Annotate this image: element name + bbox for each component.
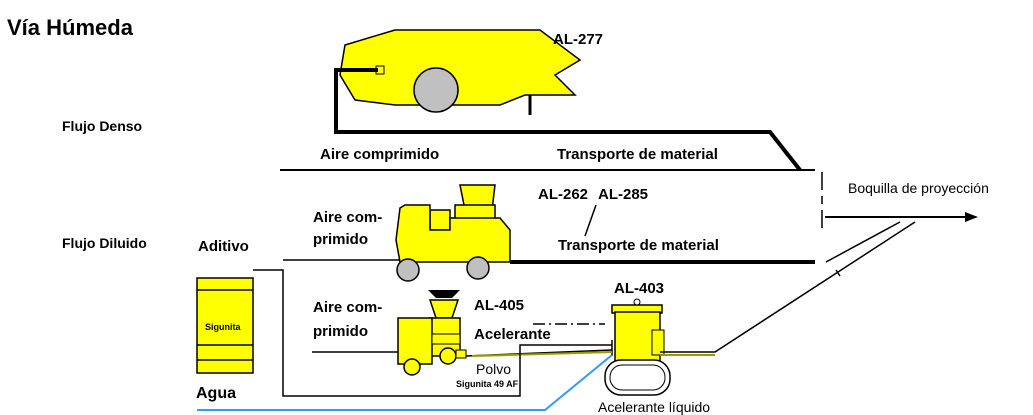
al277-machine — [339, 29, 582, 115]
al262-label: AL-262 — [538, 186, 589, 203]
air-low-line1: Aire com- — [313, 299, 383, 316]
al405-machine — [397, 290, 467, 376]
transport-top-label: Transporte de material — [557, 146, 718, 163]
powder-product-label: Sigunita 49 AF — [456, 379, 519, 389]
al403-output-line — [660, 221, 916, 353]
powder-accelerant-line — [471, 351, 613, 357]
sigunita-tank — [196, 277, 254, 374]
nozzle-label: Boquilla de proyección — [848, 180, 989, 196]
tank-label: Sigunita — [205, 322, 241, 332]
transport-mid-label: Transporte de material — [558, 237, 719, 254]
accelerant-label: Acelerante — [474, 326, 551, 343]
diluted-flow-label: Flujo Diluido — [62, 235, 147, 251]
al405-label: AL-405 — [474, 297, 525, 314]
air-mid-line2: primido — [313, 231, 368, 248]
al285-label: AL-285 — [598, 186, 649, 203]
liquid-accelerant-label: Acelerante líquido — [598, 399, 711, 415]
al262-285-machine — [395, 184, 511, 282]
powder-label: Polvo — [476, 361, 512, 377]
additive-label: Aditivo — [198, 238, 249, 255]
dense-material-hose — [334, 68, 802, 172]
additive-line — [253, 269, 612, 397]
air-mid-line1: Aire com- — [313, 209, 383, 226]
al403-label: AL-403 — [614, 280, 665, 297]
al403-machine — [604, 298, 671, 396]
al277-label: AL-277 — [553, 31, 604, 48]
water-line — [197, 354, 613, 411]
diagram-title: Vía Húmeda — [7, 15, 133, 40]
air-top-label: Aire comprimido — [320, 146, 440, 163]
nozzle-arrow-icon — [965, 212, 978, 222]
water-label: Agua — [196, 385, 236, 402]
dense-flow-label: Flujo Denso — [62, 118, 143, 134]
air-low-line2: primido — [313, 323, 368, 340]
